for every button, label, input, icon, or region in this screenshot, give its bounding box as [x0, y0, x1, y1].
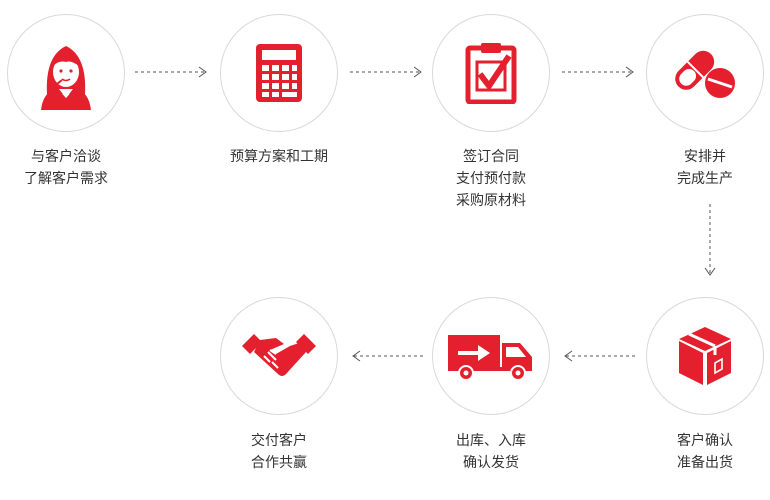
arrow-confirm-to-shipping: [564, 350, 636, 362]
customer-service-woman-icon: [41, 46, 91, 110]
calculator-icon: [256, 44, 302, 102]
arrow-budget-to-contract: [350, 66, 422, 78]
pills-icon: [675, 50, 735, 98]
arrow-consult-to-budget: [135, 66, 207, 78]
step-deliver-circle: [220, 297, 338, 415]
step-shipping-label: 出库、入库 确认发货: [456, 433, 526, 471]
step-shipping-circle: [432, 297, 550, 415]
step-deliver-label: 交付客户 合作共赢: [251, 433, 307, 471]
delivery-truck-icon: [448, 335, 532, 381]
arrow-contract-to-production: [562, 66, 634, 78]
clipboard-check-icon: [465, 43, 517, 104]
step-confirm-label: 客户确认 准备出货: [677, 433, 733, 471]
step-consult-label: 与客户洽谈 了解客户需求: [24, 149, 108, 187]
arrow-production-to-confirm: [704, 204, 716, 276]
arrow-shipping-to-deliver: [352, 350, 424, 362]
step-budget-circle: [220, 14, 338, 132]
step-confirm-circle: [646, 297, 764, 415]
step-contract-label: 签订合同 支付预付款 采购原材料: [456, 149, 526, 209]
step-contract-circle: [432, 14, 550, 132]
step-budget-label: 预算方案和工期: [230, 149, 328, 165]
step-consult-circle: [7, 14, 125, 132]
handshake-icon: [242, 334, 316, 376]
step-production-label: 安排并 完成生产: [677, 149, 733, 187]
step-production-circle: [646, 14, 764, 132]
package-box-icon: [679, 327, 731, 385]
